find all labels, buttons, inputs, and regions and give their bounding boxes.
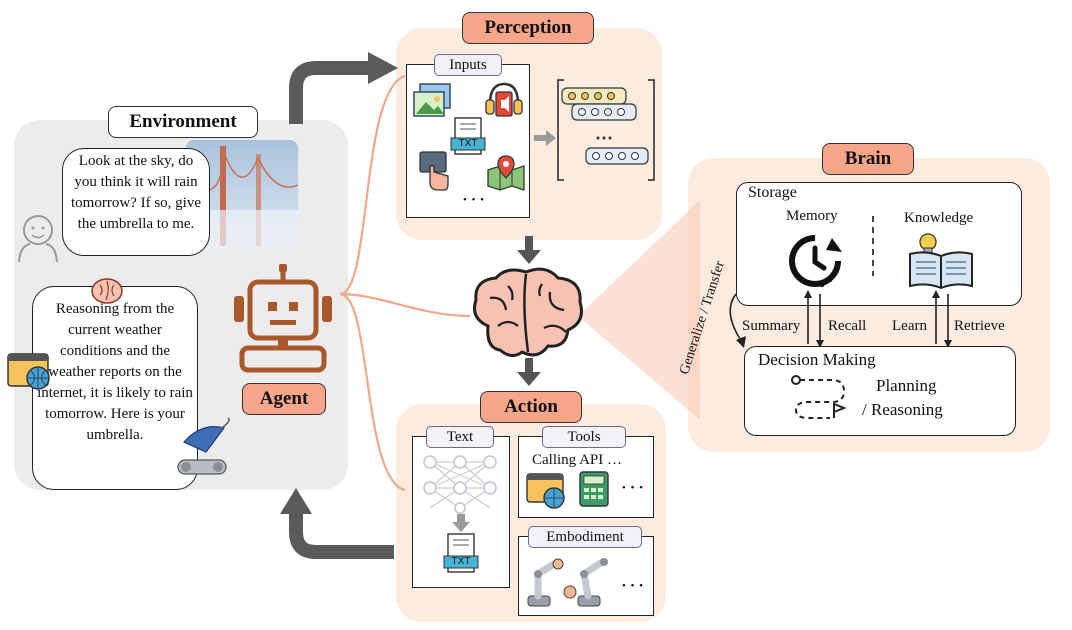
user-message-text: Look at the sky, do you think it will ra… xyxy=(71,153,201,232)
recall-label: Recall xyxy=(828,318,867,334)
action-title: Action xyxy=(480,391,582,423)
decision-making-label: Decision Making xyxy=(758,350,876,369)
agent-to-brain-curve xyxy=(339,292,471,318)
text-output-label: Text xyxy=(426,426,494,448)
output-txt-file-icon xyxy=(443,533,479,573)
embodiment-ellipsis: • • • xyxy=(621,580,645,592)
neural-network-icon xyxy=(423,455,497,514)
image-gallery-icon xyxy=(413,83,451,117)
env-to-perception-arrow xyxy=(289,61,370,124)
storage-label: Storage xyxy=(748,184,797,201)
storage-divider xyxy=(872,216,874,276)
calculator-icon xyxy=(579,471,609,507)
brain-to-action-arrow xyxy=(517,372,541,386)
planning-route-icon xyxy=(791,375,847,419)
agent-to-perception-curve xyxy=(339,74,406,296)
memory-clock-icon xyxy=(789,235,842,288)
agent-to-action-curve xyxy=(339,292,406,492)
reasoning-label: / Reasoning xyxy=(862,400,943,419)
agent-robot-icon xyxy=(234,264,332,373)
inputs-label: Inputs xyxy=(434,54,502,76)
central-brain-icon xyxy=(473,267,583,357)
action-txt-label: TXT xyxy=(451,556,471,567)
token-vectors xyxy=(557,79,655,181)
embedding-arrow xyxy=(534,130,556,146)
audio-headphones-icon xyxy=(485,82,523,117)
calling-api-label: Calling API … xyxy=(532,452,623,468)
perception-to-brain-arrow xyxy=(517,250,541,264)
perception-txt-label: TXT xyxy=(458,138,478,149)
tools-label: Tools xyxy=(542,426,626,448)
inputs-ellipsis: • • • xyxy=(462,194,486,206)
tool-web-browser-icon xyxy=(526,473,565,509)
knowledge-book-icon xyxy=(909,233,973,290)
umbrella-robot-arm-icon xyxy=(177,417,230,475)
tools-ellipsis: • • • xyxy=(621,482,645,494)
touch-screen-icon xyxy=(419,151,449,191)
user-speech-bubble: Look at the sky, do you think it will ra… xyxy=(62,148,210,256)
environment-title: Environment xyxy=(108,106,258,138)
memory-label: Memory xyxy=(786,208,838,224)
perception-title: Perception xyxy=(462,12,594,44)
user-avatar-icon xyxy=(18,215,58,263)
storage-box xyxy=(736,182,1022,306)
web-browser-icon xyxy=(7,353,50,390)
brain-title: Brain xyxy=(822,143,914,175)
learn-label: Learn xyxy=(892,318,927,334)
small-brain-icon xyxy=(91,278,123,304)
map-location-icon xyxy=(487,155,525,191)
brain-spotlight xyxy=(578,200,700,420)
retrieve-label: Retrieve xyxy=(954,318,1005,334)
knowledge-label: Knowledge xyxy=(904,210,974,226)
agent-message-text: Reasoning from the current weather condi… xyxy=(37,301,193,443)
decision-making-box xyxy=(744,346,1016,436)
agent-label: Agent xyxy=(242,383,326,415)
summary-label: Summary xyxy=(742,318,801,334)
storage-decision-arrows xyxy=(729,290,952,348)
action-to-env-arrow xyxy=(289,512,394,559)
planning-label: Planning xyxy=(876,376,937,395)
text-down-arrow xyxy=(452,514,470,532)
embodiment-label: Embodiment xyxy=(528,526,642,548)
agent-speech-bubble: Reasoning from the current weather condi… xyxy=(32,286,198,490)
txt-file-icon xyxy=(450,117,486,155)
robot-arms-icon xyxy=(527,558,608,607)
